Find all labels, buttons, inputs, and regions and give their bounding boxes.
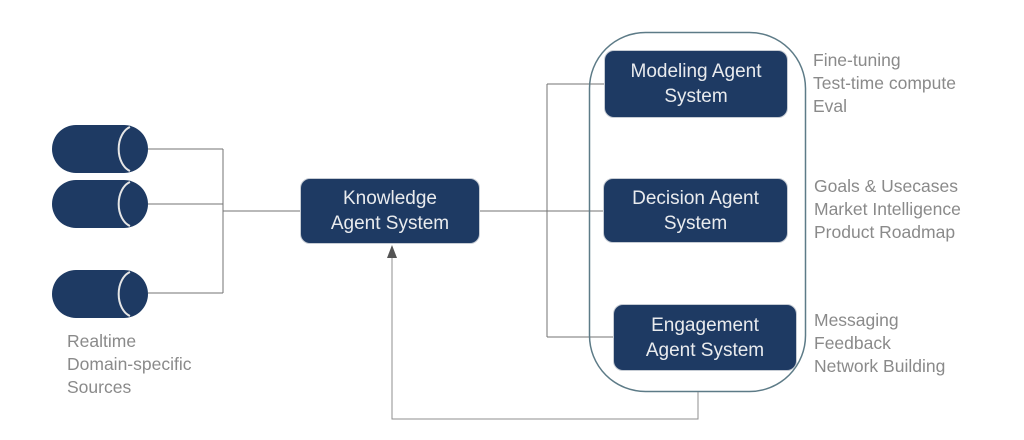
- agent-group-container: [588, 31, 807, 393]
- decision-annotation-line: Goals & Usecases: [814, 176, 958, 196]
- engagement-annotation-line: Messaging: [814, 310, 899, 330]
- engagement-annotation-line: Network Building: [814, 356, 946, 376]
- decision-annotation-line: Market Intelligence: [814, 199, 961, 219]
- knowledge-agent-system-label: Knowledge Agent System: [330, 188, 450, 234]
- database-cylinder-icon: [52, 270, 148, 318]
- knowledge-agent-system-box: Knowledge Agent System: [300, 178, 480, 244]
- modeling-annotation-line: Test-time compute: [813, 73, 956, 93]
- connector-sources-to-knowledge: [148, 148, 300, 294]
- feedback-arrowhead-icon: [387, 245, 397, 258]
- decision-annotation-line: Product Roadmap: [814, 222, 956, 242]
- engagement-agent-system-label: Engagement Agent System: [645, 314, 765, 361]
- modeling-annotation-line: Fine-tuning: [813, 50, 901, 70]
- sources-caption-line: Sources: [67, 377, 132, 397]
- database-cylinder-icon: [52, 125, 148, 173]
- decision-agent-system-box: Decision Agent System: [603, 178, 788, 243]
- modeling-agent-system-box: Modeling Agent System: [604, 50, 788, 118]
- engagement-annotation-line: Feedback: [814, 333, 891, 353]
- engagement-agent-system-box: Engagement Agent System: [613, 304, 797, 371]
- decision-annotation: Goals & Usecases Market Intelligence Pro…: [814, 175, 961, 244]
- sources-caption: Realtime Domain-specific Sources: [67, 330, 191, 399]
- decision-agent-system-label: Decision Agent System: [632, 187, 759, 234]
- database-cylinder-icon: [52, 180, 148, 228]
- sources-caption-line: Realtime: [67, 331, 137, 351]
- modeling-annotation-line: Eval: [813, 96, 848, 116]
- sources-caption-line: Domain-specific: [67, 354, 192, 374]
- modeling-annotation: Fine-tuning Test-time compute Eval: [813, 49, 956, 118]
- engagement-annotation: Messaging Feedback Network Building: [814, 309, 945, 378]
- connector-knowledge-to-agents: [480, 83, 613, 338]
- modeling-agent-system-label: Modeling Agent System: [630, 61, 762, 107]
- feedback-loop-line: [391, 257, 699, 420]
